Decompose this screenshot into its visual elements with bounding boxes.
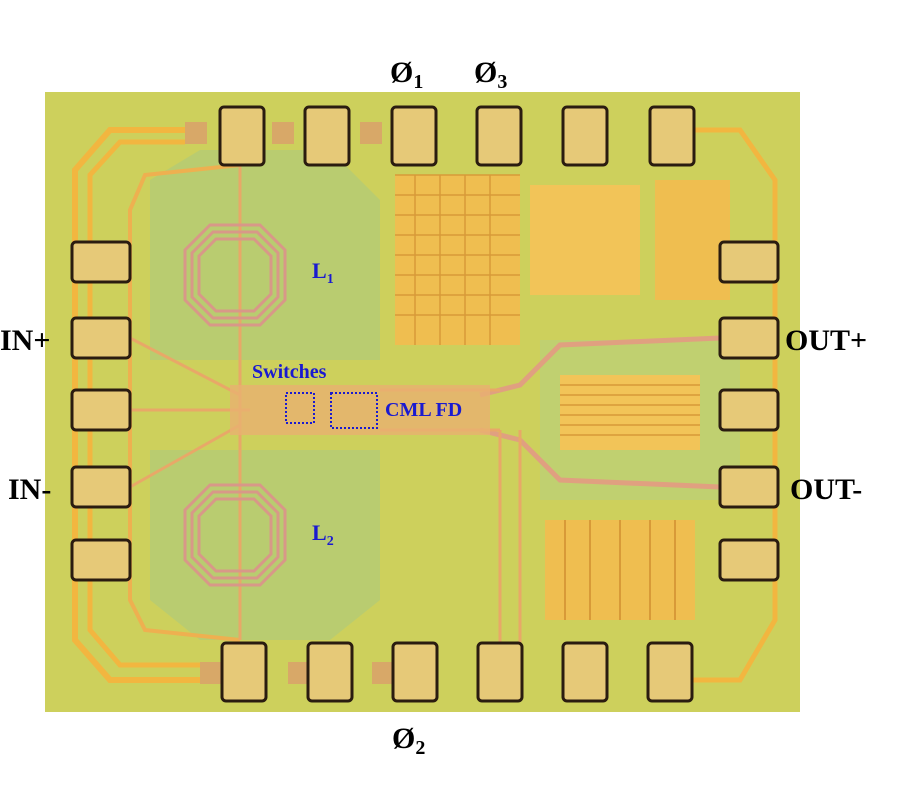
switch-box-1	[285, 392, 315, 424]
label-cml-fd: CML FD	[385, 399, 462, 421]
switch-box-2	[330, 392, 378, 429]
pad-bottom-6	[646, 641, 694, 703]
pad-left-1	[70, 240, 132, 284]
pad-left-in-minus	[70, 465, 132, 509]
label-phi3: Ø3	[474, 56, 507, 93]
pad-left-5	[70, 538, 132, 582]
pad-bottom-2	[306, 641, 354, 703]
pad-right-1	[718, 240, 780, 284]
inductor-l1	[183, 223, 287, 327]
bottom-right-circuit-block	[545, 520, 695, 620]
right-circuit-block	[560, 375, 700, 450]
label-switches: Switches	[252, 361, 327, 383]
label-phi2: Ø2	[392, 722, 425, 759]
pad-left-3	[70, 388, 132, 432]
top-right-circuit-block	[395, 174, 730, 345]
pad-top-phi3	[475, 105, 523, 167]
pad-bottom-1	[220, 641, 268, 703]
pad-left-in-plus	[70, 316, 132, 360]
label-out-plus: OUT+	[785, 324, 867, 357]
pad-top-2	[303, 105, 351, 167]
pad-top-6	[648, 105, 696, 167]
pad-bottom-phi2	[391, 641, 439, 703]
top-small-components	[185, 122, 394, 684]
pad-bottom-4	[476, 641, 524, 703]
inductor-l2	[183, 483, 287, 587]
label-l1: L1	[312, 258, 334, 287]
inductor-region-top	[150, 150, 380, 360]
pad-top-phi1	[390, 105, 438, 167]
label-in-plus: IN+	[0, 324, 50, 357]
pad-bottom-5	[561, 641, 609, 703]
pads	[70, 105, 780, 703]
pad-right-5	[718, 538, 780, 582]
pad-right-3	[718, 388, 780, 432]
pad-right-out-plus	[718, 316, 780, 360]
label-l2: L2	[312, 520, 334, 549]
pad-right-out-minus	[718, 465, 780, 509]
pad-top-5	[561, 105, 609, 167]
label-out-minus: OUT-	[790, 473, 862, 506]
label-phi1: Ø1	[390, 56, 423, 93]
pad-top-1	[218, 105, 266, 167]
label-in-minus: IN-	[8, 473, 51, 506]
